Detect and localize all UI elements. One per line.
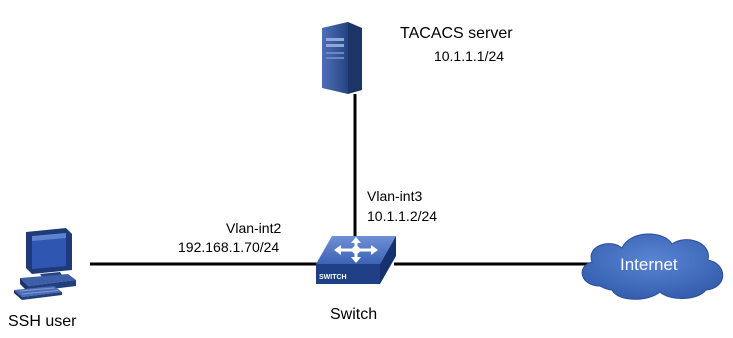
ssh-user-name: SSH user xyxy=(8,313,77,330)
network-switch-icon: SWITCH xyxy=(316,236,396,284)
desktop-pc-icon xyxy=(14,228,76,300)
switch-badge: SWITCH xyxy=(319,274,347,281)
switch-name: Switch xyxy=(330,306,378,323)
vlan-int2-name: Vlan-int2 xyxy=(226,220,282,236)
internet-name: Internet xyxy=(620,255,678,274)
tacacs-server-name: TACACS server xyxy=(400,25,513,42)
server-tower-icon xyxy=(322,22,362,94)
cloud-icon xyxy=(581,233,724,300)
tacacs-server-ip: 10.1.1.1/24 xyxy=(433,48,505,64)
vlan-int3-name: Vlan-int3 xyxy=(367,188,423,204)
vlan-int3-ip: 10.1.1.2/24 xyxy=(367,208,438,224)
vlan-int2-ip: 192.168.1.70/24 xyxy=(178,239,280,255)
